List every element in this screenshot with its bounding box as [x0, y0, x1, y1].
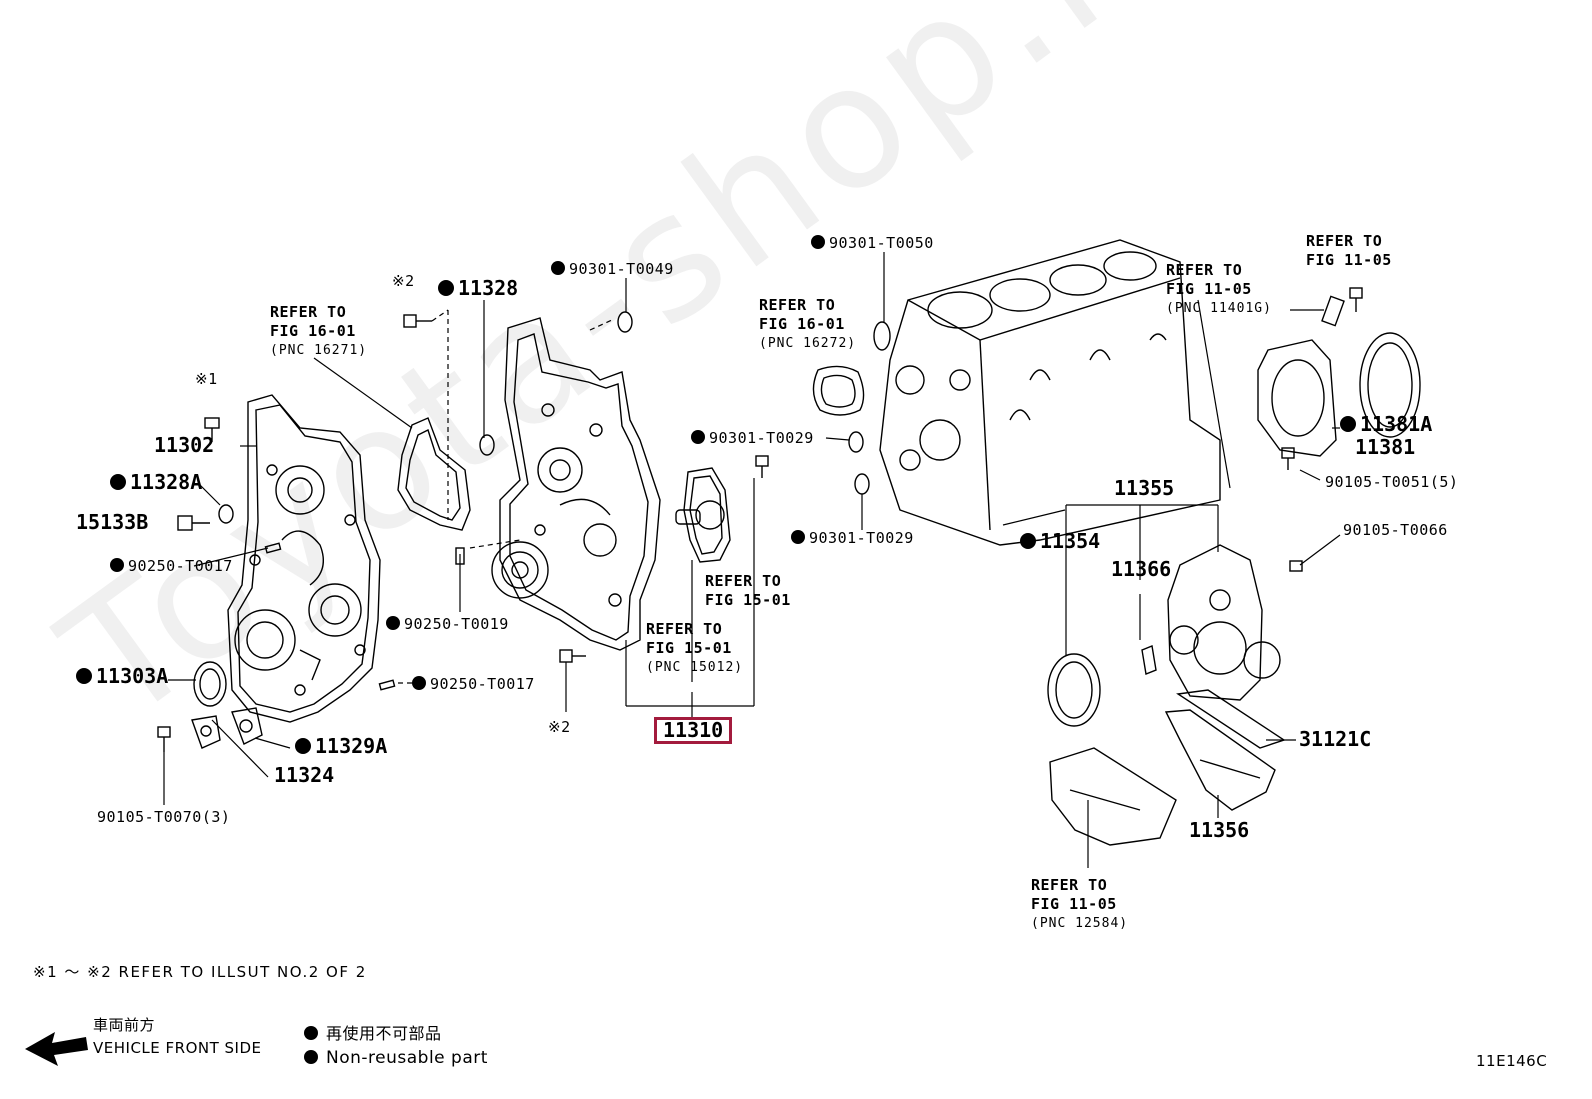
part-label-11381A[interactable]: 11381A — [1340, 414, 1432, 434]
part-label-15133B[interactable]: 15133B — [76, 510, 149, 534]
part-label-11303A[interactable]: 11303A — [76, 666, 168, 686]
refer-line-2: FIG 11-05 — [1306, 251, 1392, 269]
part-label-11355[interactable]: 11355 — [1114, 476, 1175, 500]
refer-fig-16-01-pnc-16271[interactable]: REFER TO FIG 16-01 (PNC 16271) — [270, 303, 367, 360]
non-reusable-dot-icon — [1340, 416, 1356, 432]
note-marker-2-bottom: ※2 — [548, 718, 571, 736]
part-label-11366[interactable]: 11366 — [1111, 557, 1172, 581]
non-reusable-dot-icon — [551, 261, 565, 275]
gasket-drawing — [397, 417, 471, 531]
part-label-90301-T0049[interactable]: 90301-T0049 — [551, 260, 674, 279]
o-ring-drawings — [479, 311, 891, 495]
refer-fig-15-01-pnc-15012[interactable]: REFER TO FIG 15-01 (PNC 15012) — [646, 620, 743, 677]
refer-line-2: FIG 11-05 — [1166, 280, 1252, 298]
part-label-11329A[interactable]: 11329A — [295, 736, 387, 756]
water-pump-drawing — [675, 467, 731, 563]
refer-pnc: (PNC 16272) — [759, 336, 857, 351]
note-marker-1: ※1 — [195, 370, 218, 388]
refer-fig-11-05-pnc-12584[interactable]: REFER TO FIG 11-05 (PNC 12584) — [1031, 876, 1128, 933]
refer-line-1: REFER TO — [1031, 876, 1108, 894]
cylinder-block-drawing — [879, 239, 1221, 546]
non-reusable-dot-icon — [295, 738, 311, 754]
non-reusable-dot-icon — [76, 668, 92, 684]
refer-line-1: REFER TO — [1166, 261, 1243, 279]
non-reusable-dot-icon — [110, 474, 126, 490]
part-label-90250-T0017-center[interactable]: 90250-T0017 — [412, 675, 535, 694]
part-label-90105-T0051[interactable]: 90105-T0051(5) — [1325, 473, 1459, 491]
part-label-90301-T0029-upper[interactable]: 90301-T0029 — [691, 429, 814, 448]
bolt-drawings-left — [157, 417, 465, 752]
refer-line-2: FIG 15-01 — [646, 639, 732, 657]
sensor-drawing — [1321, 287, 1363, 327]
part-label-90250-T0019[interactable]: 90250-T0019 — [386, 615, 509, 634]
part-label-11324[interactable]: 11324 — [274, 763, 335, 787]
non-reusable-dot-icon — [1020, 533, 1036, 549]
refer-fig-16-01-pnc-16272[interactable]: REFER TO FIG 16-01 (PNC 16272) — [759, 296, 856, 353]
non-reusable-dot-icon — [386, 616, 400, 630]
refer-line-1: REFER TO — [270, 303, 347, 321]
refer-fig-15-01[interactable]: REFER TO FIG 15-01 — [705, 572, 791, 610]
part-label-90250-T0017-left[interactable]: 90250-T0017 — [110, 557, 233, 576]
refer-line-1: REFER TO — [759, 296, 836, 314]
part-label-11354[interactable]: 11354 — [1020, 531, 1100, 551]
refer-pnc: (PNC 11401G) — [1166, 301, 1272, 316]
part-label-11328[interactable]: 11328 — [438, 278, 518, 298]
part-label-11356[interactable]: 11356 — [1189, 818, 1250, 842]
oil-seal-retainer-drawing — [1257, 332, 1421, 470]
figure-code: 11E146C — [1476, 1052, 1548, 1070]
refer-line-1: REFER TO — [705, 572, 782, 590]
refer-pnc: (PNC 12584) — [1031, 916, 1129, 931]
non-reusable-dot-icon — [110, 558, 124, 572]
part-label-90301-T0029-lower[interactable]: 90301-T0029 — [791, 529, 914, 548]
refer-fig-11-05-top[interactable]: REFER TO FIG 11-05 — [1306, 232, 1392, 270]
part-label-90105-T0070[interactable]: 90105-T0070(3) — [97, 808, 231, 826]
part-label-90105-T0066[interactable]: 90105-T0066 — [1343, 521, 1448, 539]
part-label-90301-T0050[interactable]: 90301-T0050 — [811, 234, 934, 253]
refer-line-2: FIG 16-01 — [759, 315, 845, 333]
part-label-31121C[interactable]: 31121C — [1299, 727, 1372, 751]
refer-line-1: REFER TO — [1306, 232, 1383, 250]
part-label-11310-highlighted[interactable]: 11310 — [654, 717, 733, 744]
non-reusable-dot-icon — [691, 430, 705, 444]
legend-en: Non-reusable part — [304, 1049, 488, 1068]
note-marker-2-top: ※2 — [392, 272, 415, 290]
part-label-11328A[interactable]: 11328A — [110, 472, 202, 492]
part-label-11381[interactable]: 11381 — [1355, 435, 1416, 459]
non-reusable-dot-icon — [412, 676, 426, 690]
timing-chain-cover-drawing — [227, 394, 381, 723]
part-label-11302[interactable]: 11302 — [154, 433, 215, 457]
leader-lines — [163, 252, 1341, 868]
refer-line-1: REFER TO — [646, 620, 723, 638]
illustration-note: ※1 ～ ※2 REFER TO ILLSUT NO.2 OF 2 — [33, 963, 367, 981]
non-reusable-dot-icon — [438, 280, 454, 296]
timing-case-drawing — [491, 317, 661, 651]
refer-line-2: FIG 15-01 — [705, 591, 791, 609]
refer-pnc: (PNC 16271) — [270, 343, 368, 358]
legend-jp: 再使用不可部品 — [304, 1024, 442, 1043]
refer-pnc: (PNC 15012) — [646, 660, 744, 675]
front-side-en: VEHICLE FRONT SIDE — [93, 1039, 262, 1057]
non-reusable-dot-icon — [304, 1050, 318, 1064]
refer-line-2: FIG 11-05 — [1031, 895, 1117, 913]
non-reusable-dot-icon — [304, 1026, 318, 1040]
front-side-jp: 車両前方 — [93, 1016, 156, 1034]
front-arrow-icon — [25, 1032, 88, 1066]
rear-retainer-drawing — [1047, 544, 1303, 727]
non-reusable-dot-icon — [811, 235, 825, 249]
non-reusable-dot-icon — [791, 530, 805, 544]
refer-fig-11-05-pnc-11401G[interactable]: REFER TO FIG 11-05 (PNC 11401G) — [1166, 261, 1272, 318]
refer-line-2: FIG 16-01 — [270, 322, 356, 340]
